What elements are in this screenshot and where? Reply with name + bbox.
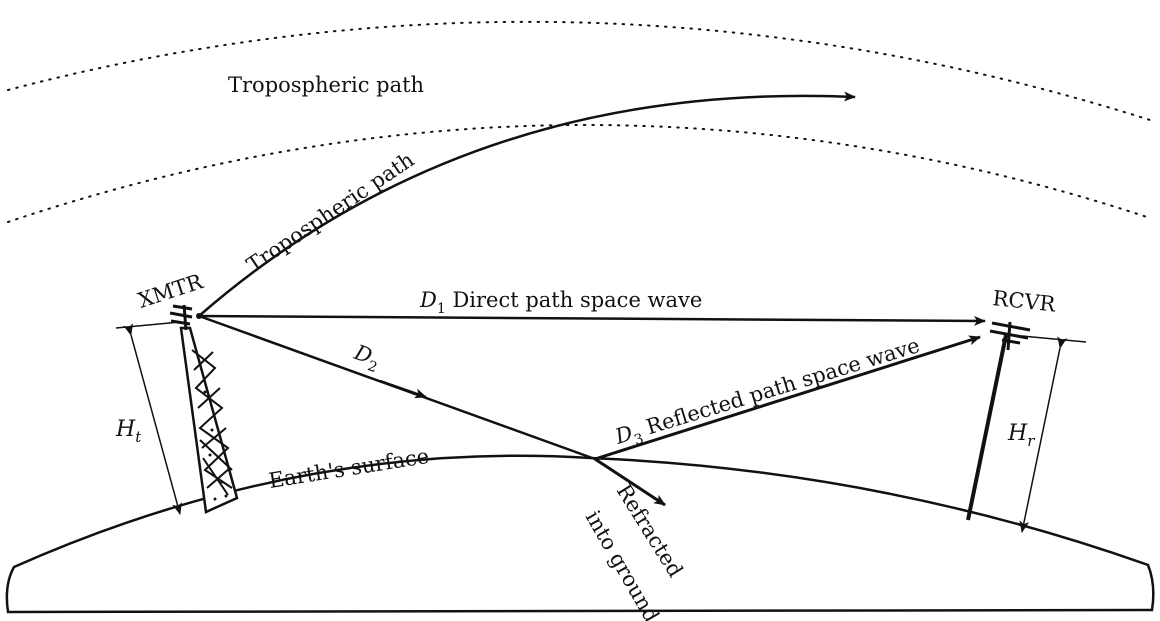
tropospheric-ray-label: Tropospheric path — [242, 148, 418, 278]
receiver-height-marker — [1019, 335, 1087, 533]
tropospheric-ray — [198, 91, 856, 317]
transmitter-height-label: Ht — [115, 417, 142, 446]
xmtr-label: XMTR — [135, 269, 207, 313]
refracted-ray — [594, 457, 666, 507]
earth-body — [5, 454, 1155, 614]
upper-atmosphere-dotted-layer — [7, 20, 1151, 121]
d2-midpoint-arrow — [379, 379, 427, 399]
upper-tropospheric-label: Tropospheric path — [228, 73, 424, 97]
rcvr-label: RCVR — [991, 286, 1057, 317]
transmitter-tower — [169, 304, 239, 514]
reflected-path-ray — [594, 335, 981, 461]
direct-path-label: D1 Direct path space wave — [419, 288, 702, 317]
lower-atmosphere-dotted-layer — [7, 124, 1151, 223]
transmitter-height-marker — [115, 321, 182, 515]
reflected-path-label: D3 Reflected path space wave — [611, 333, 923, 454]
receiver-tower — [966, 321, 1031, 521]
earth-surface-label: Earth's surface — [267, 444, 431, 493]
direct-path-ray — [198, 314, 986, 326]
receiver-height-label: Hr — [1007, 421, 1035, 450]
